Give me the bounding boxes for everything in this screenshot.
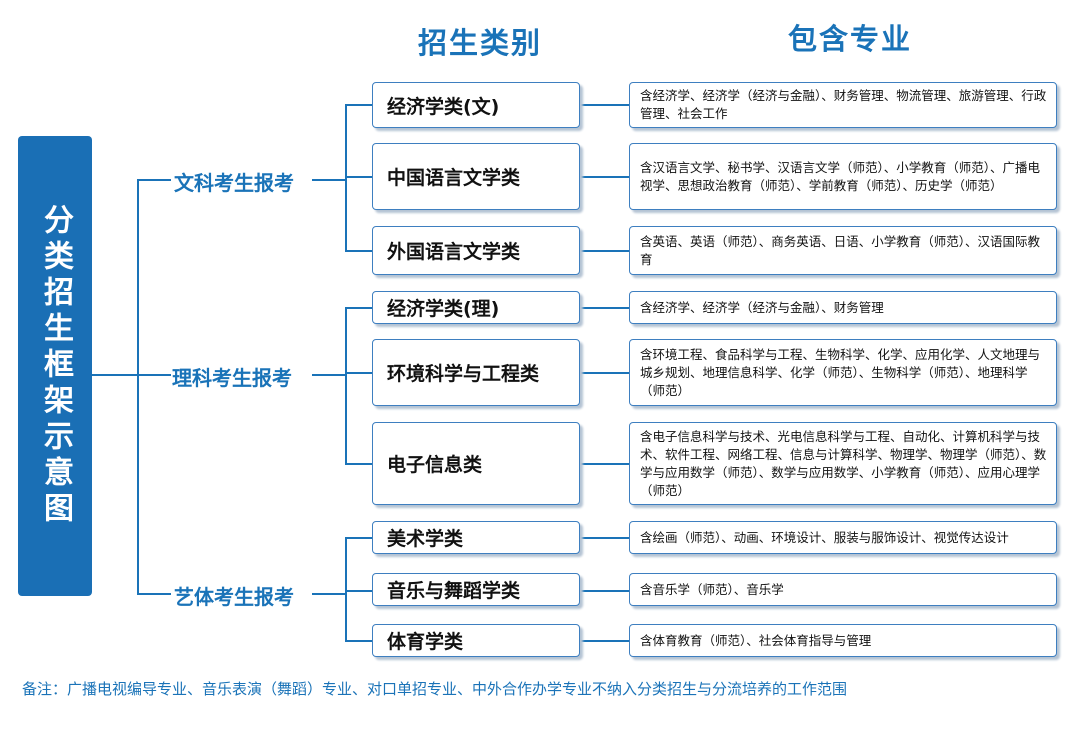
connector-desc [580, 104, 629, 106]
connector-branch-1 [312, 179, 346, 181]
connector-vertical-2 [345, 307, 347, 464]
connector-item [345, 307, 372, 309]
connector-desc [580, 537, 629, 539]
connector-group-1 [137, 179, 171, 181]
connector-root [92, 374, 138, 376]
category-name: 环境科学与工程类 [387, 363, 540, 385]
category-name: 中国语言文学类 [387, 167, 521, 189]
header-category: 招生类别 [418, 26, 543, 60]
connector-item [345, 537, 372, 539]
connector-group-3 [137, 593, 171, 595]
category-box: 体育学类 [372, 624, 580, 657]
connector-desc [580, 250, 629, 252]
category-box: 环境科学与工程类 [372, 339, 580, 406]
majors-text: 含电子信息科学与技术、光电信息科学与工程、自动化、计算机科学与技术、软件工程、网… [640, 428, 1047, 498]
majors-box: 含绘画（师范）、动画、环境设计、服装与服饰设计、视觉传达设计 [629, 521, 1057, 554]
majors-box: 含汉语言文学、秘书学、汉语言文学（师范）、小学教育（师范）、广播电视学、思想政治… [629, 143, 1057, 210]
connector-vertical-3 [345, 537, 347, 641]
majors-box: 含音乐学（师范）、音乐学 [629, 573, 1057, 606]
connector-item [345, 104, 372, 106]
connector-branch-3 [312, 593, 346, 595]
category-box: 外国语言文学类 [372, 226, 580, 275]
category-box: 经济学类(理) [372, 291, 580, 324]
connector-desc [580, 640, 629, 642]
connector-item [345, 372, 372, 374]
category-box: 美术学类 [372, 521, 580, 554]
majors-box: 含经济学、经济学（经济与金融）、财务管理、物流管理、旅游管理、行政管理、社会工作 [629, 82, 1057, 128]
category-name: 体育学类 [387, 631, 464, 653]
majors-text: 含经济学、经济学（经济与金融）、财务管理 [640, 299, 884, 315]
category-name: 电子信息类 [387, 454, 483, 476]
sidebar-title: 分类招生框架示意图 [38, 204, 73, 528]
connector-item [345, 176, 372, 178]
connector-group-2 [137, 374, 171, 376]
majors-box: 含环境工程、食品科学与工程、生物科学、化学、应用化学、人文地理与城乡规划、地理信… [629, 339, 1057, 406]
group-label-arts-sports: 艺体考生报考 [174, 581, 298, 610]
sidebar-title-box: 分类招生框架示意图 [18, 136, 92, 596]
majors-box: 含体育教育（师范）、社会体育指导与管理 [629, 624, 1057, 657]
category-box: 音乐与舞蹈学类 [372, 573, 580, 606]
majors-text: 含环境工程、食品科学与工程、生物科学、化学、应用化学、人文地理与城乡规划、地理信… [640, 346, 1041, 398]
connector-desc [580, 463, 629, 465]
majors-box: 含英语、英语（师范）、商务英语、日语、小学教育（师范）、汉语国际教育 [629, 226, 1057, 275]
connector-trunk [137, 179, 139, 595]
category-name: 音乐与舞蹈学类 [387, 580, 521, 602]
connector-item [345, 590, 372, 592]
connector-item [345, 640, 372, 642]
category-box: 电子信息类 [372, 422, 580, 505]
category-name: 外国语言文学类 [387, 241, 521, 263]
majors-text: 含体育教育（师范）、社会体育指导与管理 [640, 632, 872, 648]
group-label-liberal-arts: 文科考生报考 [174, 167, 298, 196]
category-box: 经济学类(文) [372, 82, 580, 128]
connector-desc [580, 590, 629, 592]
connector-item [345, 250, 372, 252]
majors-box: 含经济学、经济学（经济与金融）、财务管理 [629, 291, 1057, 324]
connector-desc [580, 307, 629, 309]
majors-text: 含音乐学（师范）、音乐学 [640, 581, 784, 597]
connector-desc [580, 176, 629, 178]
group-label-science: 理科考生报考 [172, 362, 296, 391]
majors-text: 含绘画（师范）、动画、环境设计、服装与服饰设计、视觉传达设计 [640, 529, 1009, 545]
majors-text: 含英语、英语（师范）、商务英语、日语、小学教育（师范）、汉语国际教育 [640, 233, 1041, 267]
majors-text: 含汉语言文学、秘书学、汉语言文学（师范）、小学教育（师范）、广播电视学、思想政治… [640, 159, 1041, 193]
connector-item [345, 463, 372, 465]
majors-text: 含经济学、经济学（经济与金融）、财务管理、物流管理、旅游管理、行政管理、社会工作 [640, 88, 1047, 121]
category-name: 经济学类(理) [387, 298, 500, 320]
majors-box: 含电子信息科学与技术、光电信息科学与工程、自动化、计算机科学与技术、软件工程、网… [629, 422, 1057, 505]
category-name: 经济学类(文) [387, 95, 500, 118]
connector-desc [580, 372, 629, 374]
header-majors: 包含专业 [788, 22, 913, 56]
footnote: 备注：广播电视编导专业、音乐表演（舞蹈）专业、对口单招专业、中外合作办学专业不纳… [22, 680, 848, 698]
category-box: 中国语言文学类 [372, 143, 580, 210]
category-name: 美术学类 [387, 528, 464, 550]
connector-branch-2 [312, 374, 346, 376]
